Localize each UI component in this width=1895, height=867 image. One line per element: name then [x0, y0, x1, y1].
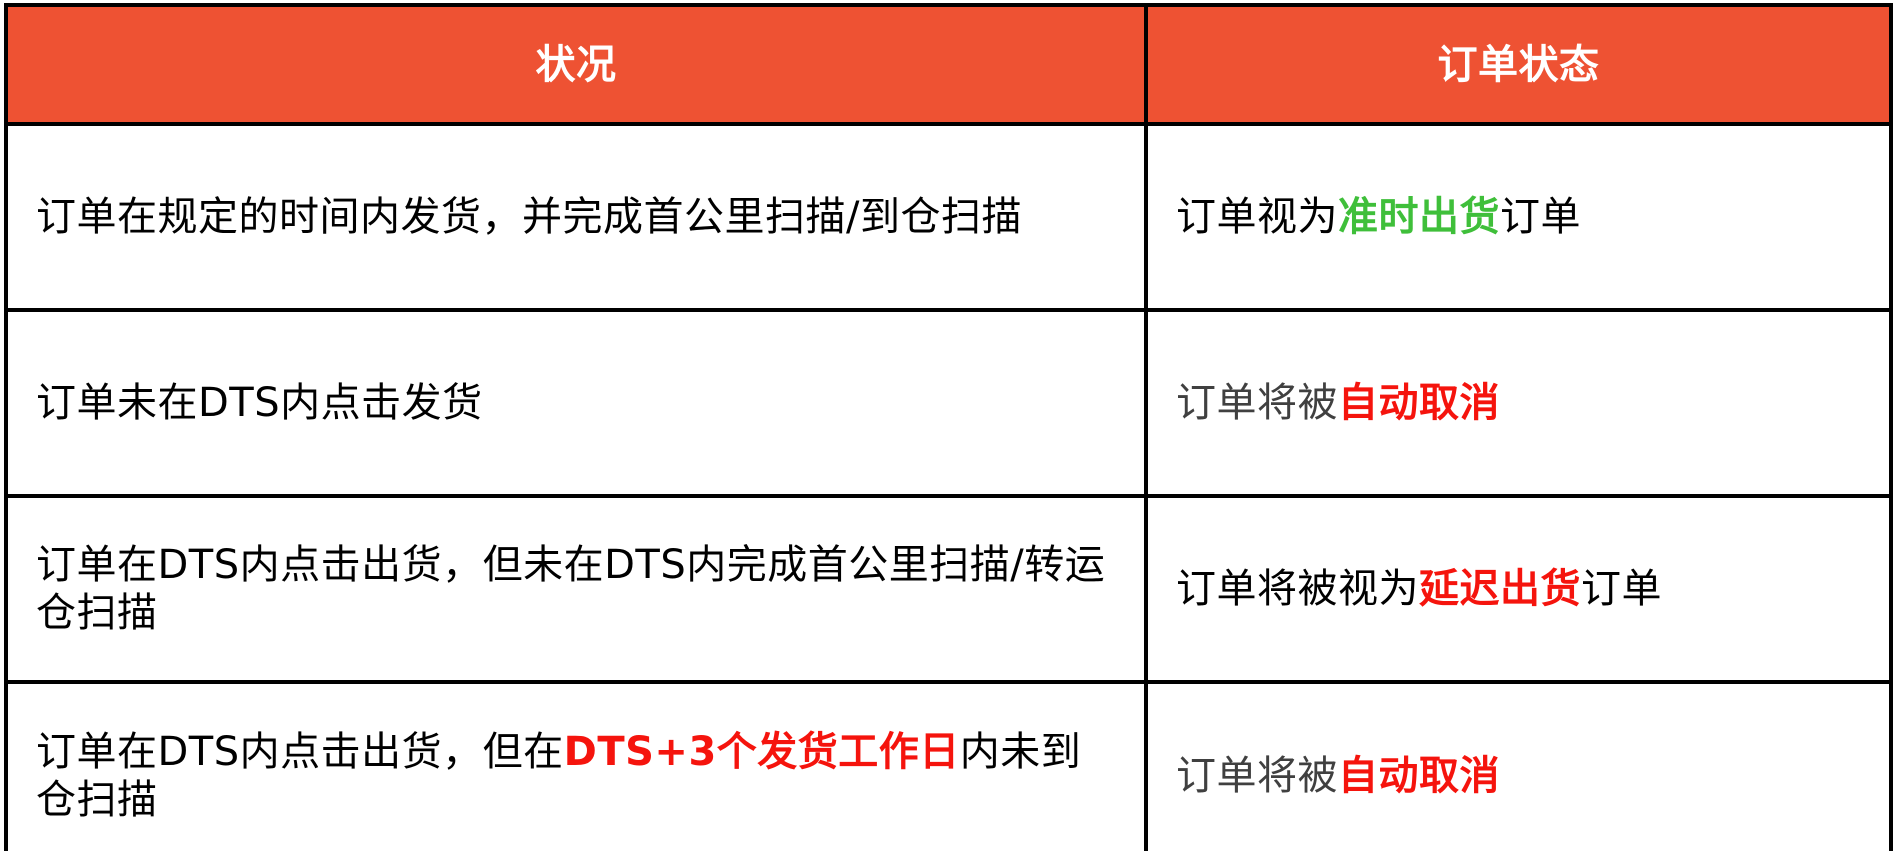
row-2-status-highlight: 自动取消: [1338, 380, 1500, 426]
row-3-situation-text: 订单在DTS内点击出货，但未在DTS内完成首公里扫描/转运仓扫描: [36, 542, 1106, 636]
row-2-situation: 订单未在DTS内点击发货: [8, 312, 1144, 494]
row-3-situation: 订单在DTS内点击出货，但未在DTS内完成首公里扫描/转运仓扫描: [8, 498, 1144, 680]
row-2-status-text: 订单将被自动取消: [1176, 379, 1500, 427]
row-4-status-prefix: 订单将被: [1176, 752, 1338, 799]
header-situation: 状况: [8, 7, 1144, 122]
row-3-status-suffix: 订单: [1581, 566, 1662, 612]
row-4-status-highlight: 自动取消: [1338, 752, 1500, 799]
row-1-situation: 订单在规定的时间内发货，并完成首公里扫描/到仓扫描: [8, 126, 1144, 308]
header-situation-label: 状况: [535, 41, 617, 88]
row-4-situation-text: 订单在DTS内点击出货，但在DTS+3个发货工作日内未到仓扫描: [36, 728, 1116, 824]
row-4-status: 订单将被自动取消: [1148, 684, 1889, 867]
row-4-situation: 订单在DTS内点击出货，但在DTS+3个发货工作日内未到仓扫描: [8, 684, 1144, 867]
row-2-status: 订单将被自动取消: [1148, 312, 1889, 494]
row-3-status-prefix: 订单将被视为: [1176, 566, 1419, 612]
row-1-status-text: 订单视为准时出货订单: [1176, 193, 1581, 241]
row-2-status-prefix: 订单将被: [1176, 380, 1338, 426]
header-order-status-label: 订单状态: [1437, 41, 1600, 88]
shipping-status-table: 状况 订单状态 订单在规定的时间内发货，并完成首公里扫描/到仓扫描 订单视为准时…: [4, 3, 1893, 867]
row-3-status-text: 订单将被视为延迟出货订单: [1176, 565, 1662, 613]
row-1-status: 订单视为准时出货订单: [1148, 126, 1889, 308]
row-4-status-text: 订单将被自动取消: [1176, 752, 1500, 800]
row-3-status-highlight: 延迟出货: [1419, 566, 1581, 612]
row-1-situation-text: 订单在规定的时间内发货，并完成首公里扫描/到仓扫描: [36, 194, 1022, 240]
header-order-status: 订单状态: [1148, 7, 1889, 122]
row-1-status-suffix: 订单: [1500, 194, 1581, 240]
row-1-status-prefix: 订单视为: [1176, 194, 1338, 240]
row-4-situation-highlight: DTS+3个发货工作日: [563, 728, 960, 775]
row-4-situation-suffix: 内未到仓扫描: [36, 728, 1082, 823]
row-2-situation-text: 订单未在DTS内点击发货: [36, 380, 483, 426]
row-1-status-highlight: 准时出货: [1338, 194, 1500, 240]
row-3-status: 订单将被视为延迟出货订单: [1148, 498, 1889, 680]
row-4-situation-prefix: 订单在DTS内点击出货，但在: [36, 728, 564, 775]
